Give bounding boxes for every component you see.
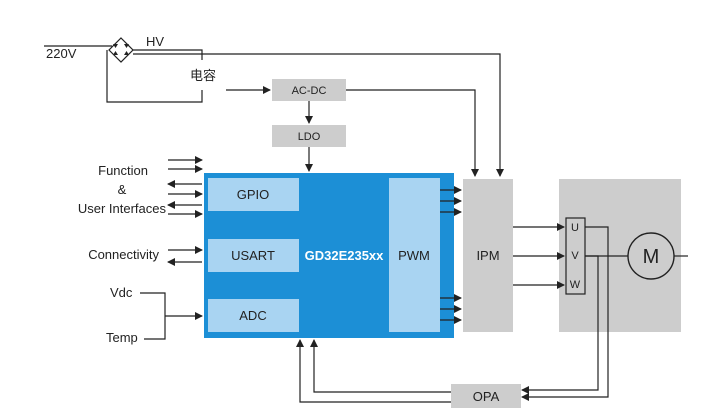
hv-label: HV: [146, 34, 164, 49]
opa-to-adc-line-2: [296, 339, 451, 403]
phase-w-label: W: [570, 279, 581, 291]
acdc-label: AC-DC: [292, 85, 327, 97]
pwm-block: [389, 178, 440, 332]
u-feedback-line: [521, 226, 609, 401]
capacitor-label: 电容: [190, 68, 216, 83]
bridge-return-line: [106, 50, 203, 103]
acdc-block: [272, 79, 346, 101]
phase-v-label: V: [571, 250, 579, 262]
v-feedback-line: [521, 255, 599, 394]
ldo-block: [272, 125, 346, 147]
ldo-label: LDO: [298, 131, 321, 143]
gpio-block: [208, 178, 299, 211]
ipm-label: IPM: [476, 248, 499, 263]
usart-label: USART: [231, 248, 275, 263]
acdc-to-ipm-line: [346, 89, 479, 177]
bridge-rectifier-icon: [108, 37, 134, 63]
pwm-label: PWM: [398, 248, 430, 263]
opa-block: [451, 384, 521, 408]
temp-label: Temp: [106, 330, 138, 345]
opa-to-adc-line-1: [310, 339, 451, 393]
user-interfaces-label: User Interfaces: [78, 201, 167, 216]
function-label: Function: [98, 163, 148, 178]
opa-label: OPA: [473, 389, 500, 404]
ac-input-label: 220V: [46, 46, 77, 61]
usart-block: [208, 239, 299, 272]
vdc-line: [140, 292, 166, 316]
hv-rail-line: [133, 49, 203, 60]
motor-label: M: [643, 246, 660, 268]
adc-label: ADC: [239, 308, 266, 323]
phase-u-label: U: [571, 222, 579, 234]
ipm-block: [463, 179, 513, 332]
vdc-label: Vdc: [110, 285, 133, 300]
temp-line: [144, 316, 166, 340]
amp-label: &: [118, 182, 127, 197]
gpio-label: GPIO: [237, 187, 270, 202]
hv-to-ipm-line: [133, 53, 504, 177]
connectivity-label: Connectivity: [88, 247, 159, 262]
mcu-label: GD32E235xx: [305, 248, 385, 263]
adc-block: [208, 299, 299, 332]
